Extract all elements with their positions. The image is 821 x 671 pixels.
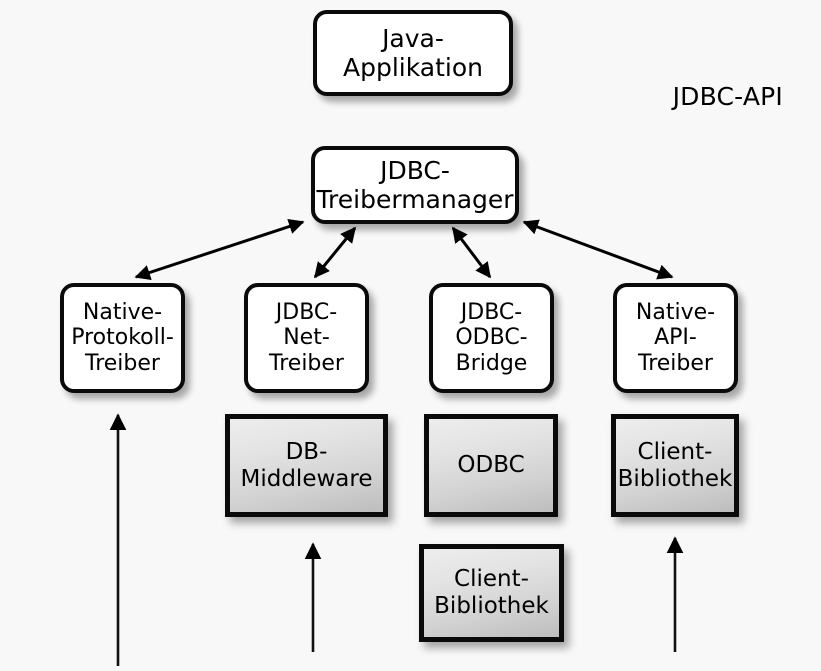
node-jdbc-odbc-bridge-label: JDBC- ODBC- Bridge <box>455 299 528 376</box>
jdbc-api-label: JDBC-API <box>672 82 783 111</box>
node-client-bibliothek-right[interactable]: Client- Bibliothek <box>611 414 739 517</box>
node-native-api-treiber-label: Native- API- Treiber <box>635 299 716 376</box>
node-jdbc-treibermanager[interactable]: JDBC- Treibermanager <box>311 146 519 224</box>
edge-treibermanager-native-api-treiber <box>522 219 674 280</box>
node-client-bibliothek-mid-label: Client- Bibliothek <box>434 566 549 619</box>
node-odbc[interactable]: ODBC <box>424 414 558 517</box>
node-native-protokoll-treiber-label: Native- Protokoll- Treiber <box>71 299 174 376</box>
edge-treibermanager-native-protokoll-treiber <box>134 218 305 281</box>
node-java-applikation-label: Java- Applikation <box>343 24 483 82</box>
node-client-bibliothek-mid[interactable]: Client- Bibliothek <box>419 544 564 642</box>
node-jdbc-treibermanager-label: JDBC- Treibermanager <box>316 156 514 214</box>
edge-treibermanager-jdbc-net-treiber <box>313 226 357 279</box>
node-native-protokoll-treiber[interactable]: Native- Protokoll- Treiber <box>60 283 185 393</box>
node-java-applikation[interactable]: Java- Applikation <box>313 10 513 96</box>
node-odbc-label: ODBC <box>457 452 525 479</box>
node-client-bibliothek-right-label: Client- Bibliothek <box>617 438 733 492</box>
node-jdbc-net-treiber[interactable]: JDBC- Net- Treiber <box>244 283 369 393</box>
edge-treibermanager-jdbc-odbc-bridge <box>451 226 492 279</box>
node-db-middleware[interactable]: DB- Middleware <box>225 414 388 517</box>
node-jdbc-odbc-bridge[interactable]: JDBC- ODBC- Bridge <box>429 283 554 393</box>
node-db-middleware-label: DB- Middleware <box>240 438 373 492</box>
node-native-api-treiber[interactable]: Native- API- Treiber <box>613 283 738 393</box>
node-jdbc-net-treiber-label: JDBC- Net- Treiber <box>269 299 344 376</box>
